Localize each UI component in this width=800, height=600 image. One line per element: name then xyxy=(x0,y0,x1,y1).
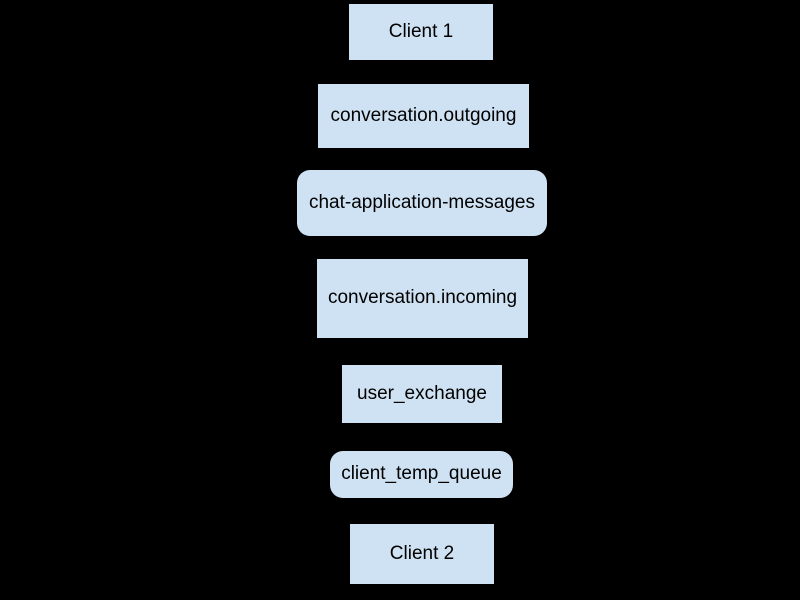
node-client-temp-queue: client_temp_queue xyxy=(330,451,513,498)
node-client-1-label: Client 1 xyxy=(388,20,454,42)
node-conversation-outgoing: conversation.outgoing xyxy=(318,84,529,148)
node-conversation-incoming-label: conversation.incoming xyxy=(327,287,518,309)
node-client-1: Client 1 xyxy=(349,4,493,60)
node-conversation-outgoing-label: conversation.outgoing xyxy=(330,104,517,126)
node-client-2: Client 2 xyxy=(350,524,494,584)
node-conversation-incoming: conversation.incoming xyxy=(317,259,528,338)
node-chat-application-messages-label: chat-application-messages xyxy=(308,191,535,213)
node-client-temp-queue-label: client_temp_queue xyxy=(341,463,502,485)
node-user-exchange-label: user_exchange xyxy=(357,382,487,404)
node-client-2-label: Client 2 xyxy=(389,542,455,564)
node-user-exchange: user_exchange xyxy=(342,365,502,423)
node-chat-application-messages: chat-application-messages xyxy=(297,170,547,236)
